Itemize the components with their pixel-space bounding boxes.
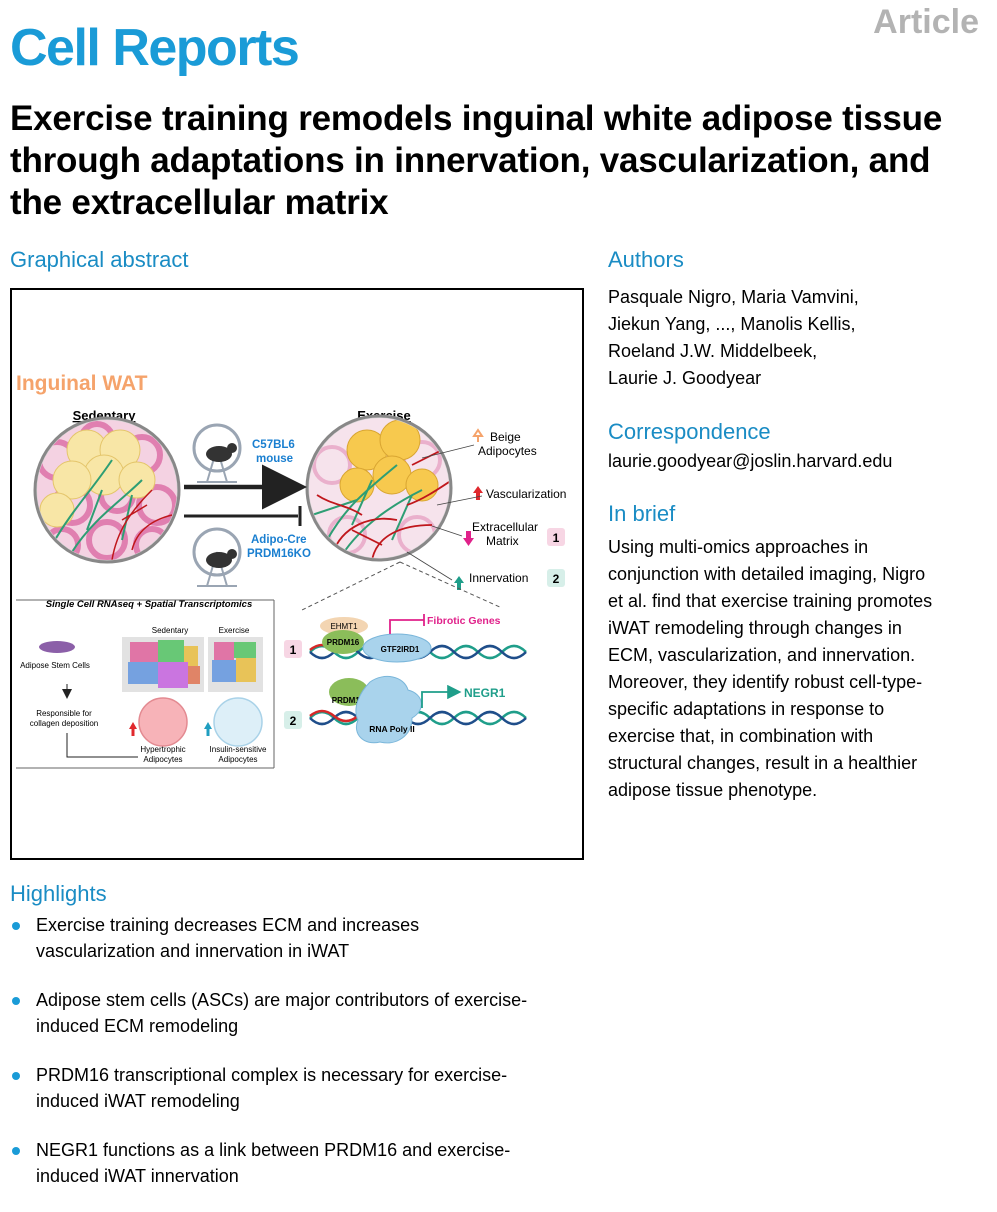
exercise-tissue-illustration (305, 414, 453, 562)
hypertrophic-adipocyte-icon (138, 697, 188, 747)
bullet-icon (12, 997, 20, 1005)
ecm-label: Extracellular (472, 520, 538, 534)
fibrotic-genes-label: Fibrotic Genes (427, 615, 501, 627)
highlight-item: NEGR1 functions as a link between PRDM16… (10, 1137, 610, 1189)
c57bl6-label: C57BL6 (252, 439, 295, 451)
svg-text:1: 1 (290, 643, 297, 657)
insulin-sensitive-adipocyte-icon (213, 697, 263, 747)
inguinal-wat-label: Inguinal WAT (16, 372, 148, 395)
svg-text:2: 2 (290, 714, 297, 728)
article-type-label: Article (873, 3, 979, 41)
beige-label: Beige (490, 430, 521, 444)
rna-pol-label: RNA Poly II (369, 724, 415, 734)
bullet-icon (12, 1072, 20, 1080)
graphical-abstract-heading: Graphical abstract (10, 247, 189, 272)
panel-title: Single Cell RNAseq + Spatial Transcripto… (46, 599, 253, 610)
prdm16-label-2: PRDM16 (332, 696, 365, 705)
vascularization-up-icon (473, 486, 483, 500)
author-line: Laurie J. Goodyear (608, 368, 762, 388)
in-brief-line: specific adaptations in response to (608, 699, 885, 719)
responsible-label: Responsible for (36, 709, 92, 718)
innervation-up-icon (454, 576, 464, 590)
insulin-sensitive-label: Insulin-sensitive (210, 745, 267, 754)
journal-title: Cell Reports (10, 19, 300, 77)
in-brief-text: Using multi-omics approaches in conjunct… (608, 534, 993, 804)
badge-2 (547, 569, 565, 587)
graphical-abstract-figure: Inguinal WAT Sedentary Exercise (10, 288, 584, 860)
stem-cell-icon (39, 641, 75, 653)
in-brief-heading: In brief (608, 501, 676, 526)
authors-heading: Authors (608, 247, 684, 272)
hypertrophic-up-icon (129, 722, 137, 736)
single-cell-panel: Single Cell RNAseq + Spatial Transcripto… (16, 599, 275, 769)
ehmt1-label: EHMT1 (330, 622, 358, 631)
insulin-adipocytes-label: Adipocytes (218, 755, 257, 764)
author-line: Jiekun Yang, ..., Manolis Kellis, (608, 314, 856, 334)
paper-title: Exercise training remodels inguinal whit… (10, 99, 943, 222)
highlight-item: Exercise training decreases ECM and incr… (10, 912, 610, 964)
in-brief-line: ECM, vascularization, and innervation. (608, 645, 916, 665)
in-brief-line: exercise that, in combination with (608, 726, 874, 746)
mechanism-2: 2 PRDM16 RNA Poly II NEGR1 (284, 675, 527, 744)
author-line: Roeland J.W. Middelbeek, (608, 341, 818, 361)
adipose-stem-cells-label: Adipose Stem Cells (20, 661, 90, 670)
adipocytes-label: Adipocytes (478, 444, 537, 458)
in-brief-line: structural changes, result in a healthie… (608, 753, 918, 773)
in-brief-line: Using multi-omics approaches in (608, 537, 869, 557)
in-brief-line: Moreover, they identify robust cell-type… (608, 672, 923, 692)
correspondence-heading: Correspondence (608, 419, 771, 444)
highlight-item: Adipose stem cells (ASCs) are major cont… (10, 987, 610, 1039)
in-brief-line: iWAT remodeling through changes in (608, 618, 902, 638)
in-brief-line: adipose tissue phenotype. (608, 780, 818, 800)
bullet-icon (12, 1147, 20, 1155)
mechanism-1: 1 EHMT1 PRDM16 GTF2IRD1 Fibrotic Genes (284, 614, 527, 663)
collagen-label: collagen deposition (30, 719, 99, 728)
adipo-cre-label: Adipo-Cre (251, 534, 307, 546)
svg-text:1: 1 (553, 531, 560, 545)
hypertrophic-label: Hypertrophic (140, 745, 185, 754)
negr1-label: NEGR1 (464, 686, 506, 700)
prdm16ko-label: PRDM16KO (247, 548, 311, 560)
author-line: Pasquale Nigro, Maria Vamvini, (608, 287, 859, 307)
svg-text:2: 2 (553, 572, 560, 586)
insulin-up-icon (204, 722, 212, 736)
panel-sedentary-label: Sedentary (152, 626, 188, 635)
mouse-label: mouse (256, 453, 293, 465)
highlights-list: Exercise training decreases ECM and incr… (10, 912, 610, 1212)
sedentary-tissue-illustration (33, 416, 181, 564)
beige-up-arrow-icon (472, 428, 484, 437)
mouse-wheel-icon (192, 423, 242, 483)
panel-exercise-label: Exercise (219, 626, 250, 635)
gtf2ird1-label: GTF2IRD1 (381, 645, 420, 654)
in-brief-line: et al. find that exercise training promo… (608, 591, 933, 611)
highlight-item: PRDM16 transcriptional complex is necess… (10, 1062, 610, 1114)
prdm16-label: PRDM16 (327, 638, 360, 647)
bullet-icon (12, 922, 20, 930)
graphical-abstract-svg: Inguinal WAT Sedentary Exercise (16, 372, 566, 769)
highlights-heading: Highlights (10, 881, 107, 906)
ecm-down-icon (463, 531, 474, 546)
badge-1 (547, 528, 565, 546)
correspondence-email[interactable]: laurie.goodyear@joslin.harvard.edu (608, 451, 893, 471)
authors-list: Pasquale Nigro, Maria Vamvini, Jiekun Ya… (608, 284, 988, 392)
hypertrophic-adipocytes-label: Adipocytes (143, 755, 182, 764)
mouse-wheel-knockout-icon (192, 527, 242, 587)
vascularization-label: Vascularization (486, 487, 566, 501)
innervation-label: Innervation (469, 571, 528, 585)
in-brief-line: conjunction with detailed imaging, Nigro (608, 564, 926, 584)
matrix-label: Matrix (486, 534, 519, 548)
